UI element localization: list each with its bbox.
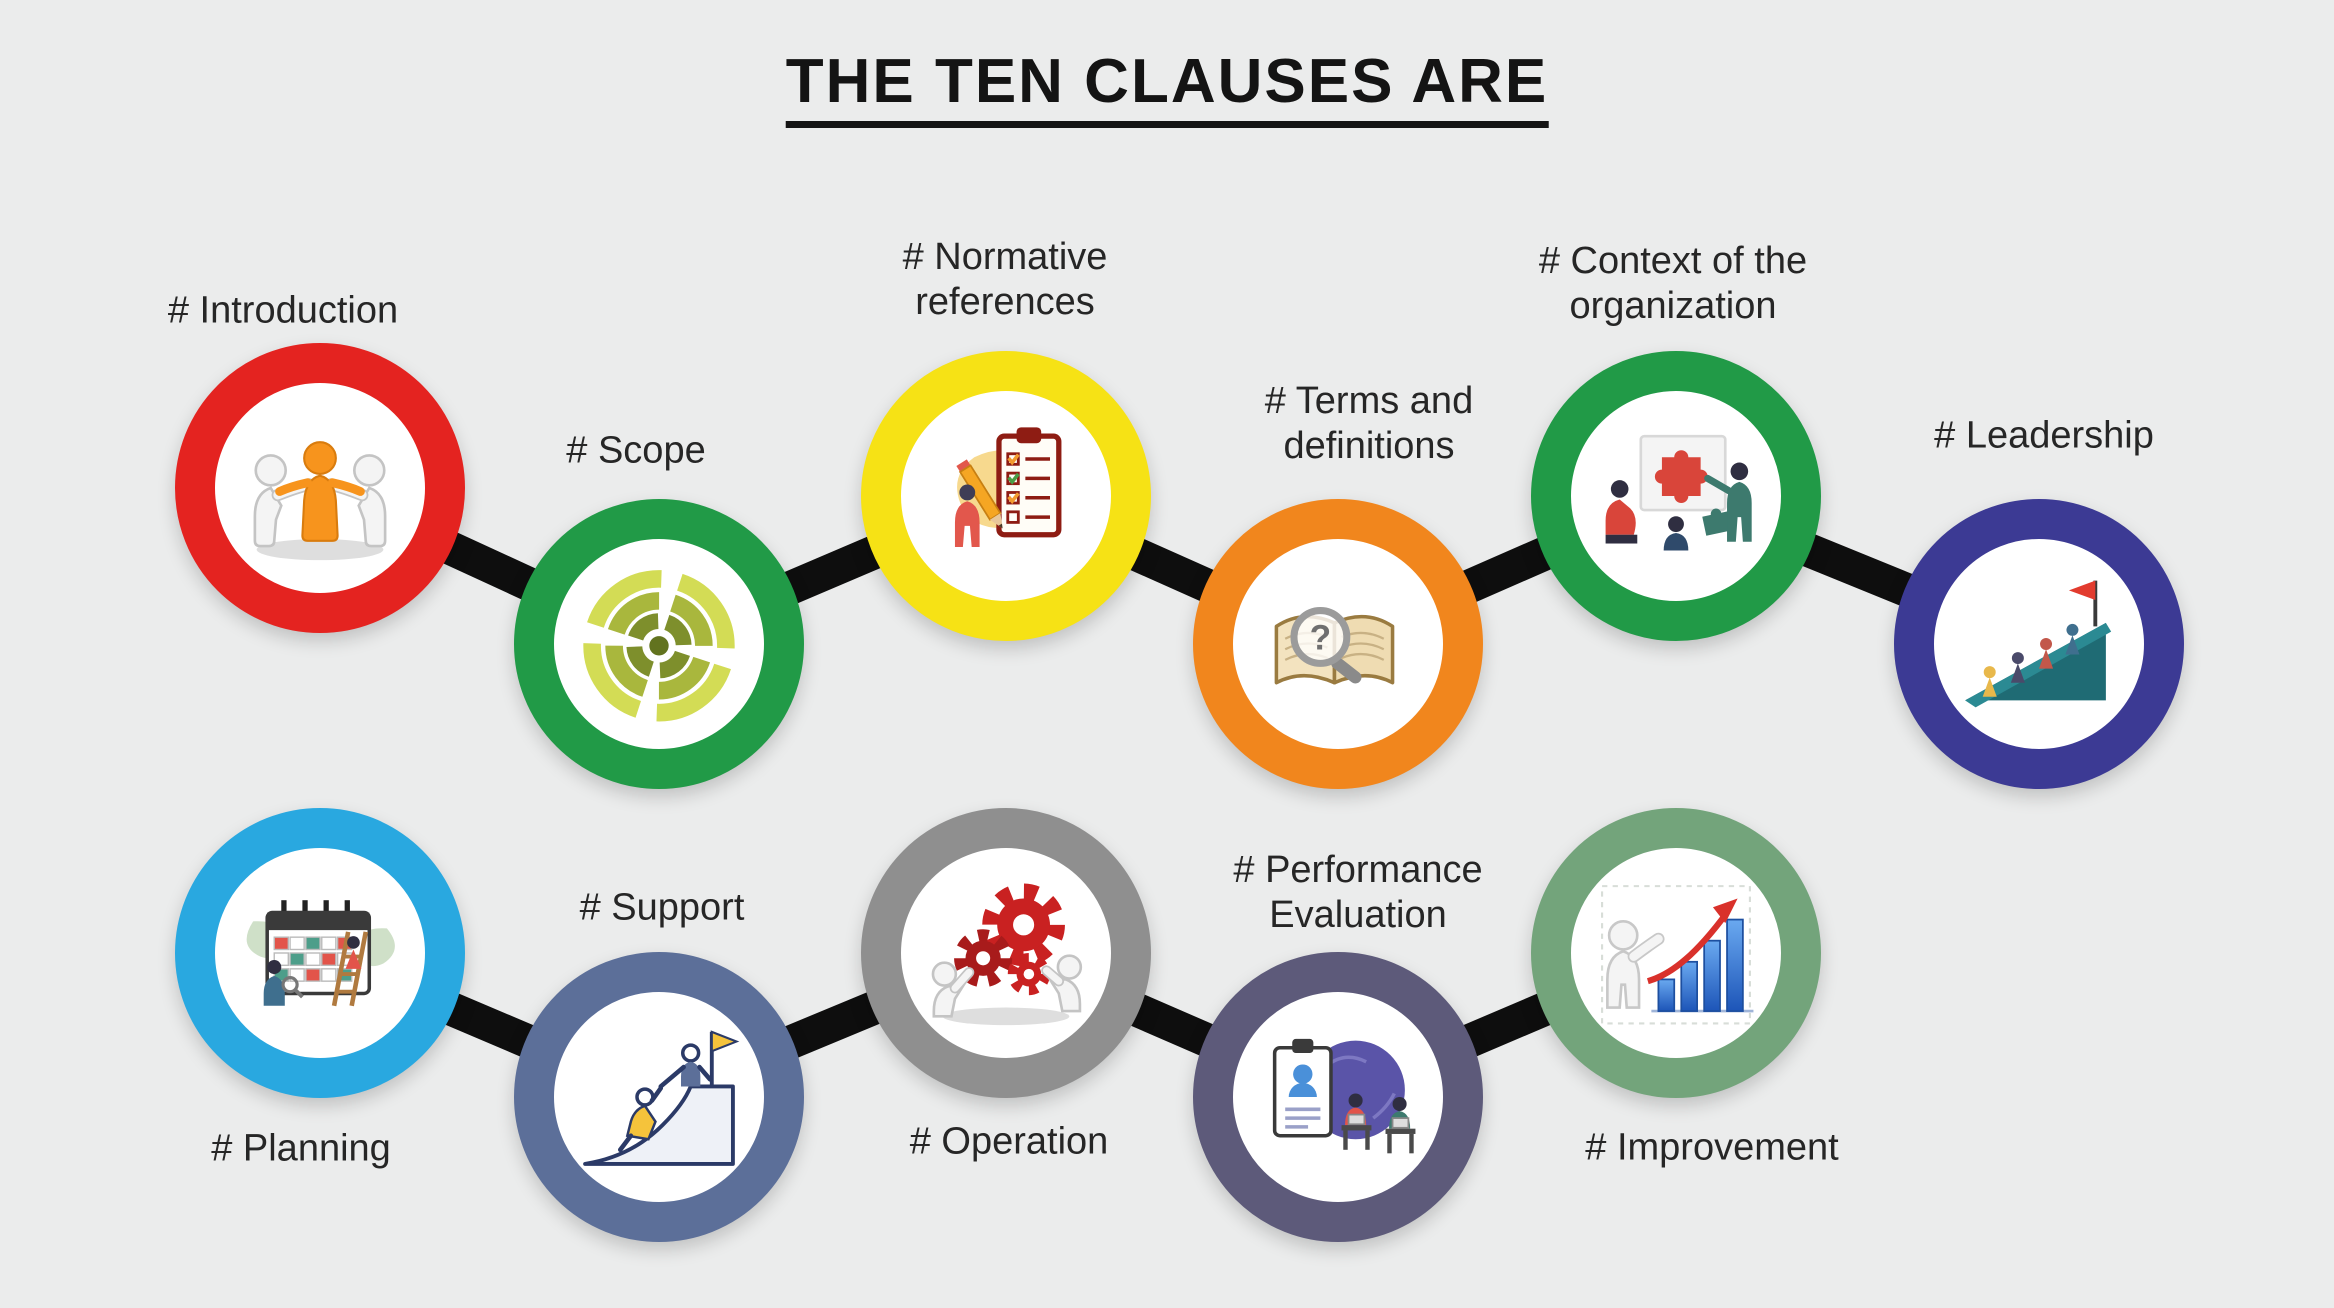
clause-ring-planning: [175, 808, 465, 1098]
clause-node-leadership: [1894, 499, 2184, 789]
handshake-figures-icon: [253, 441, 387, 561]
clause-node-normative-references: [861, 351, 1151, 641]
gears-figures-icon: [931, 883, 1083, 1026]
clause-ring-support: [514, 952, 804, 1242]
evaluation-clipboard-icon: [1272, 1038, 1416, 1154]
clause-label-terms-and-definitions: # Terms and definitions: [1264, 380, 1474, 467]
team-puzzle-icon: [1605, 434, 1752, 551]
clause-ring-performance-evaluation: [1193, 952, 1483, 1242]
climb-flag-ramp-icon: [1965, 580, 2112, 708]
clause-label-support: # Support: [579, 886, 745, 929]
helping-hand-flag-icon: [583, 1030, 740, 1166]
clause-node-introduction: [175, 343, 465, 633]
clause-label-improvement: # Improvement: [1585, 1126, 1839, 1169]
clause-label-planning: # Planning: [211, 1127, 391, 1170]
clause-node-support: [514, 952, 804, 1242]
clause-node-context-of-the-organization: [1531, 351, 1821, 641]
clause-label-context-of-the-organization: # Context of the organization: [1538, 240, 1808, 327]
book-magnifier-icon: ?: [1274, 607, 1395, 685]
clause-ring-leadership: [1894, 499, 2184, 789]
clause-ring-normative-references: [861, 351, 1151, 641]
clause-label-introduction: # Introduction: [167, 289, 399, 332]
clause-node-operation: [861, 808, 1151, 1098]
clause-node-performance-evaluation: [1193, 952, 1483, 1242]
clause-node-planning: [175, 808, 465, 1098]
clause-node-improvement: [1531, 808, 1821, 1098]
clause-ring-introduction: [175, 343, 465, 633]
clause-node-terms-and-definitions: ?: [1193, 499, 1483, 789]
svg-text:?: ?: [1310, 618, 1332, 657]
clause-ring-improvement: [1531, 808, 1821, 1098]
clause-label-operation: # Operation: [909, 1120, 1109, 1163]
clause-label-normative-references: # Normative references: [902, 236, 1108, 323]
clause-node-scope: [514, 499, 804, 789]
clause-label-scope: # Scope: [566, 429, 706, 472]
clause-label-performance-evaluation: # Performance Evaluation: [1233, 849, 1483, 936]
growth-chart-icon: [1601, 885, 1754, 1025]
clause-ring-terms-and-definitions: ?: [1193, 499, 1483, 789]
clause-ring-context-of-the-organization: [1531, 351, 1821, 641]
clause-ring-scope: [514, 499, 804, 789]
target-icon: [583, 570, 735, 722]
calendar-planning-icon: [246, 900, 395, 1007]
clause-ring-operation: [861, 808, 1151, 1098]
checklist-clipboard-icon: [954, 427, 1062, 548]
clause-label-leadership: # Leadership: [1934, 414, 2154, 457]
page-title: THE TEN CLAUSES ARE: [785, 46, 1549, 128]
